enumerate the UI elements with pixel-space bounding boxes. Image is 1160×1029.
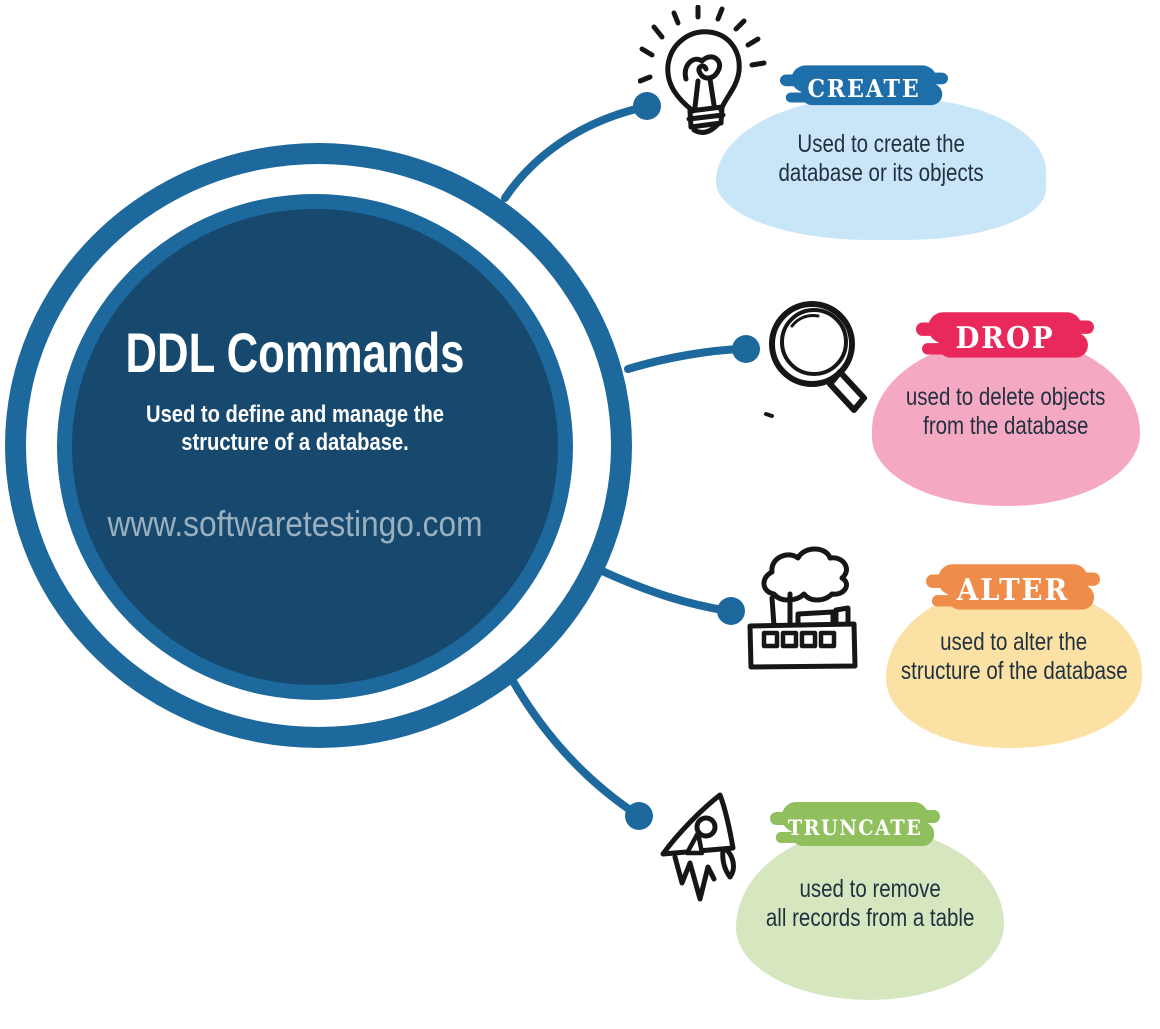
page-subtitle: Used to define and manage the structure …	[85, 401, 505, 457]
connector-drop	[624, 345, 747, 373]
create-description-line1: Used to create the	[797, 129, 965, 158]
truncate-badge-label: TRUNCATE	[787, 814, 923, 840]
rocket-icon	[660, 792, 736, 902]
center-text-block: DDL Commands Used to define and manage t…	[45, 325, 545, 545]
alter-description-line1: used to alter the	[940, 627, 1088, 656]
truncate-badge: TRUNCATE	[770, 796, 940, 858]
drop-badge-brush	[916, 312, 1094, 358]
drop-badge: DROP	[916, 306, 1094, 370]
factory-icon	[747, 546, 858, 670]
page-title: DDL Commands	[125, 321, 465, 384]
alter-description: used to alter the structure of the datab…	[886, 576, 1142, 738]
page-subtitle-line1: Used to define and manage the	[146, 401, 444, 428]
drop-description: used to delete objects from the database	[872, 328, 1140, 496]
create-blob: Used to create the database or its objec…	[716, 98, 1046, 240]
connector-truncate	[501, 663, 640, 818]
magnifying-glass-icon	[764, 301, 867, 418]
alter-badge-brush	[926, 564, 1100, 610]
create-badge: CREATE	[780, 60, 948, 116]
alter-description-line2: structure of the database	[900, 657, 1128, 685]
drop-badge-label: DROP	[955, 320, 1055, 356]
drop-description-line2: from the database	[923, 412, 1089, 440]
drop-blob: used to delete objects from the database	[872, 338, 1140, 506]
create-badge-brush	[780, 65, 948, 106]
connector-dot-create	[633, 92, 661, 120]
website-url: www.softwaretestingo.com	[107, 503, 483, 545]
drop-description-line1: used to delete objects	[906, 382, 1106, 411]
connector-dot-drop	[732, 335, 760, 363]
truncate-description-line2: all records from a table	[765, 904, 975, 932]
connector-dot-truncate	[625, 802, 653, 830]
truncate-description-line1: used to remove	[799, 874, 941, 903]
connector-alter	[596, 566, 733, 615]
alter-blob: used to alter the structure of the datab…	[886, 586, 1142, 748]
alter-badge: ALTER	[926, 558, 1100, 622]
truncate-badge-brush	[770, 802, 940, 846]
connector-dot-alter	[717, 597, 745, 625]
create-badge-label: CREATE	[807, 73, 921, 103]
create-description: Used to create the database or its objec…	[716, 88, 1046, 230]
connector-create	[501, 103, 648, 202]
alter-badge-label: ALTER	[956, 572, 1070, 608]
truncate-description: used to remove all records from a table	[736, 818, 1004, 990]
create-description-line2: database or its objects	[778, 159, 984, 187]
truncate-blob: used to remove all records from a table	[736, 828, 1004, 1000]
lightbulb-icon	[638, 5, 767, 135]
page-subtitle-line2: structure of a database.	[181, 429, 409, 457]
